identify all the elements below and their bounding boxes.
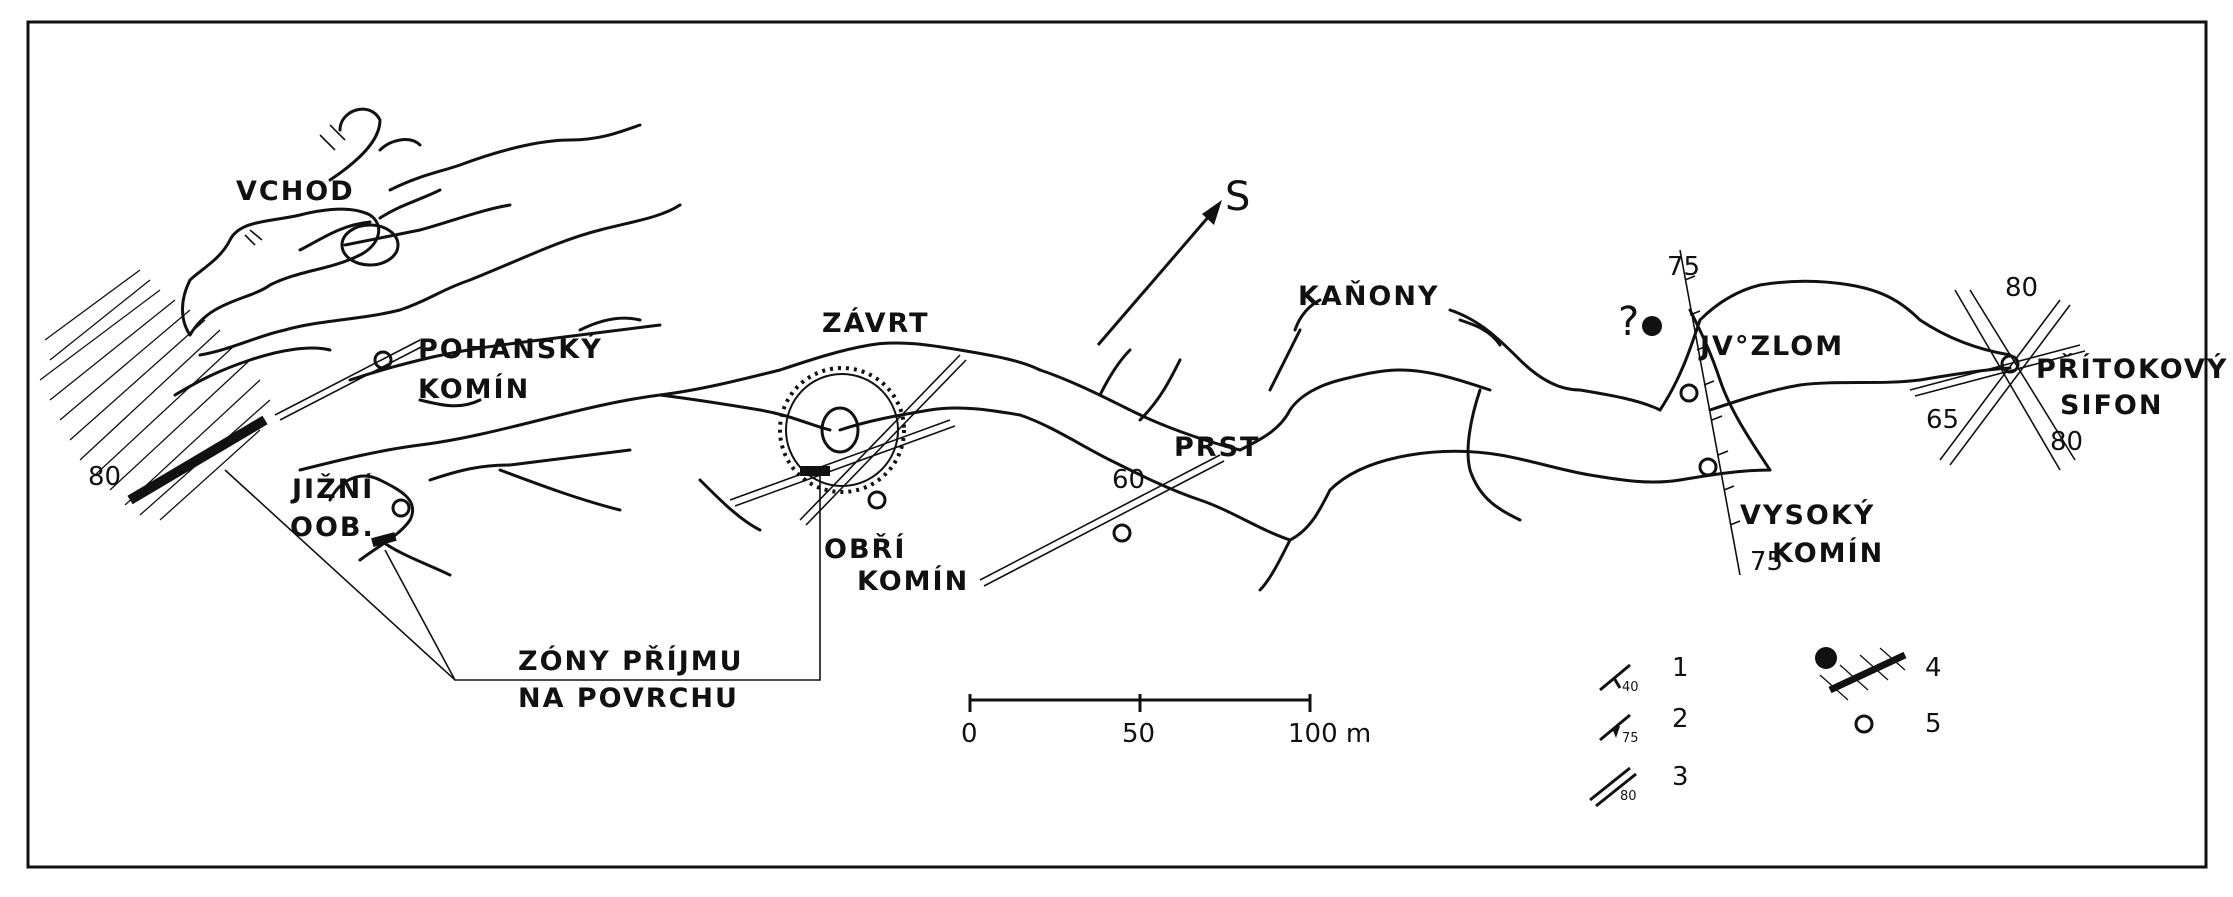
dip-sifon-80-top: 80 bbox=[2005, 273, 2038, 303]
legend-item-5: 5 bbox=[1854, 709, 1942, 739]
legend-item-3: 80 3 bbox=[1589, 762, 1689, 808]
thick-fault bbox=[127, 415, 268, 505]
label-vysoky-1: VYSOKÝ bbox=[1740, 499, 1875, 531]
legend-dip-75: 75 bbox=[1622, 731, 1639, 746]
dip-left-80: 80 bbox=[88, 462, 121, 492]
shaft-markers bbox=[373, 316, 2020, 543]
label-zony-2: NA POVRCHU bbox=[518, 683, 739, 714]
label-zony-1: ZÓNY PŘÍJMU bbox=[518, 645, 744, 677]
label-pritokovy-1: PŘÍTOKOVÝ bbox=[2036, 353, 2228, 385]
place-labels: VCHOD POHANSKÝ KOMÍN JIŽNÍ OOB. ZÁVRT OB… bbox=[236, 176, 2228, 714]
map-frame bbox=[26, 20, 2208, 869]
legend-label-5: 5 bbox=[1925, 709, 1942, 739]
north-label: S bbox=[1225, 174, 1252, 220]
scale-tick-100: 100 m bbox=[1288, 719, 1371, 749]
entrance-marks bbox=[244, 124, 346, 246]
legend-label-3: 3 bbox=[1672, 762, 1689, 792]
legend-item-1: 40 1 bbox=[1599, 653, 1689, 695]
faults bbox=[274, 249, 2086, 587]
legend-dip-40: 40 bbox=[1622, 680, 1639, 695]
legend-label-4: 4 bbox=[1925, 653, 1942, 683]
legend-label-1: 1 bbox=[1672, 653, 1689, 683]
label-question: ? bbox=[1618, 299, 1641, 345]
label-jv-zlom: JV°ZLOM bbox=[1698, 331, 1844, 362]
scale-tick-50: 50 bbox=[1122, 719, 1155, 749]
dip-jv-bottom-75: 75 bbox=[1750, 547, 1783, 577]
label-pritokovy-2: SIFON bbox=[2060, 390, 2164, 421]
fault-ticks bbox=[1684, 275, 1741, 526]
label-obri-1: OBŘÍ bbox=[824, 533, 906, 565]
label-pohansky-2: KOMÍN bbox=[418, 373, 530, 405]
label-zavrt: ZÁVRT bbox=[822, 307, 930, 339]
dip-jv-top-75: 75 bbox=[1667, 252, 1700, 282]
legend-dip-80: 80 bbox=[1620, 789, 1637, 804]
legend-item-4: 4 bbox=[1815, 647, 1942, 701]
dip-sifon-65: 65 bbox=[1926, 405, 1959, 435]
dip-values: 80 60 75 75 80 65 80 bbox=[88, 252, 2083, 577]
legend: 40 1 75 2 80 3 4 5 bbox=[1589, 647, 1942, 808]
dip-sifon-80-bottom: 80 bbox=[2050, 427, 2083, 457]
label-jizni-1: JIŽNÍ bbox=[290, 473, 374, 505]
label-obri-2: KOMÍN bbox=[857, 565, 969, 597]
label-vysoky-2: KOMÍN bbox=[1772, 537, 1884, 569]
label-kanony: KAŇONY bbox=[1298, 280, 1440, 312]
dip-middle-60: 60 bbox=[1112, 465, 1145, 495]
legend-item-2: 75 2 bbox=[1599, 704, 1689, 746]
label-pohansky-1: POHANSKÝ bbox=[418, 333, 603, 365]
zone-lines bbox=[224, 466, 830, 681]
label-prst: PRST bbox=[1174, 432, 1260, 463]
legend-label-2: 2 bbox=[1672, 704, 1689, 734]
label-jizni-2: OOB. bbox=[290, 512, 375, 543]
label-vchod: VCHOD bbox=[236, 176, 355, 207]
scale-bar: 0 50 100 m bbox=[961, 694, 1371, 749]
scale-tick-0: 0 bbox=[961, 719, 978, 749]
cave-passages bbox=[173, 107, 2012, 592]
north-arrow: S bbox=[1096, 174, 1252, 346]
